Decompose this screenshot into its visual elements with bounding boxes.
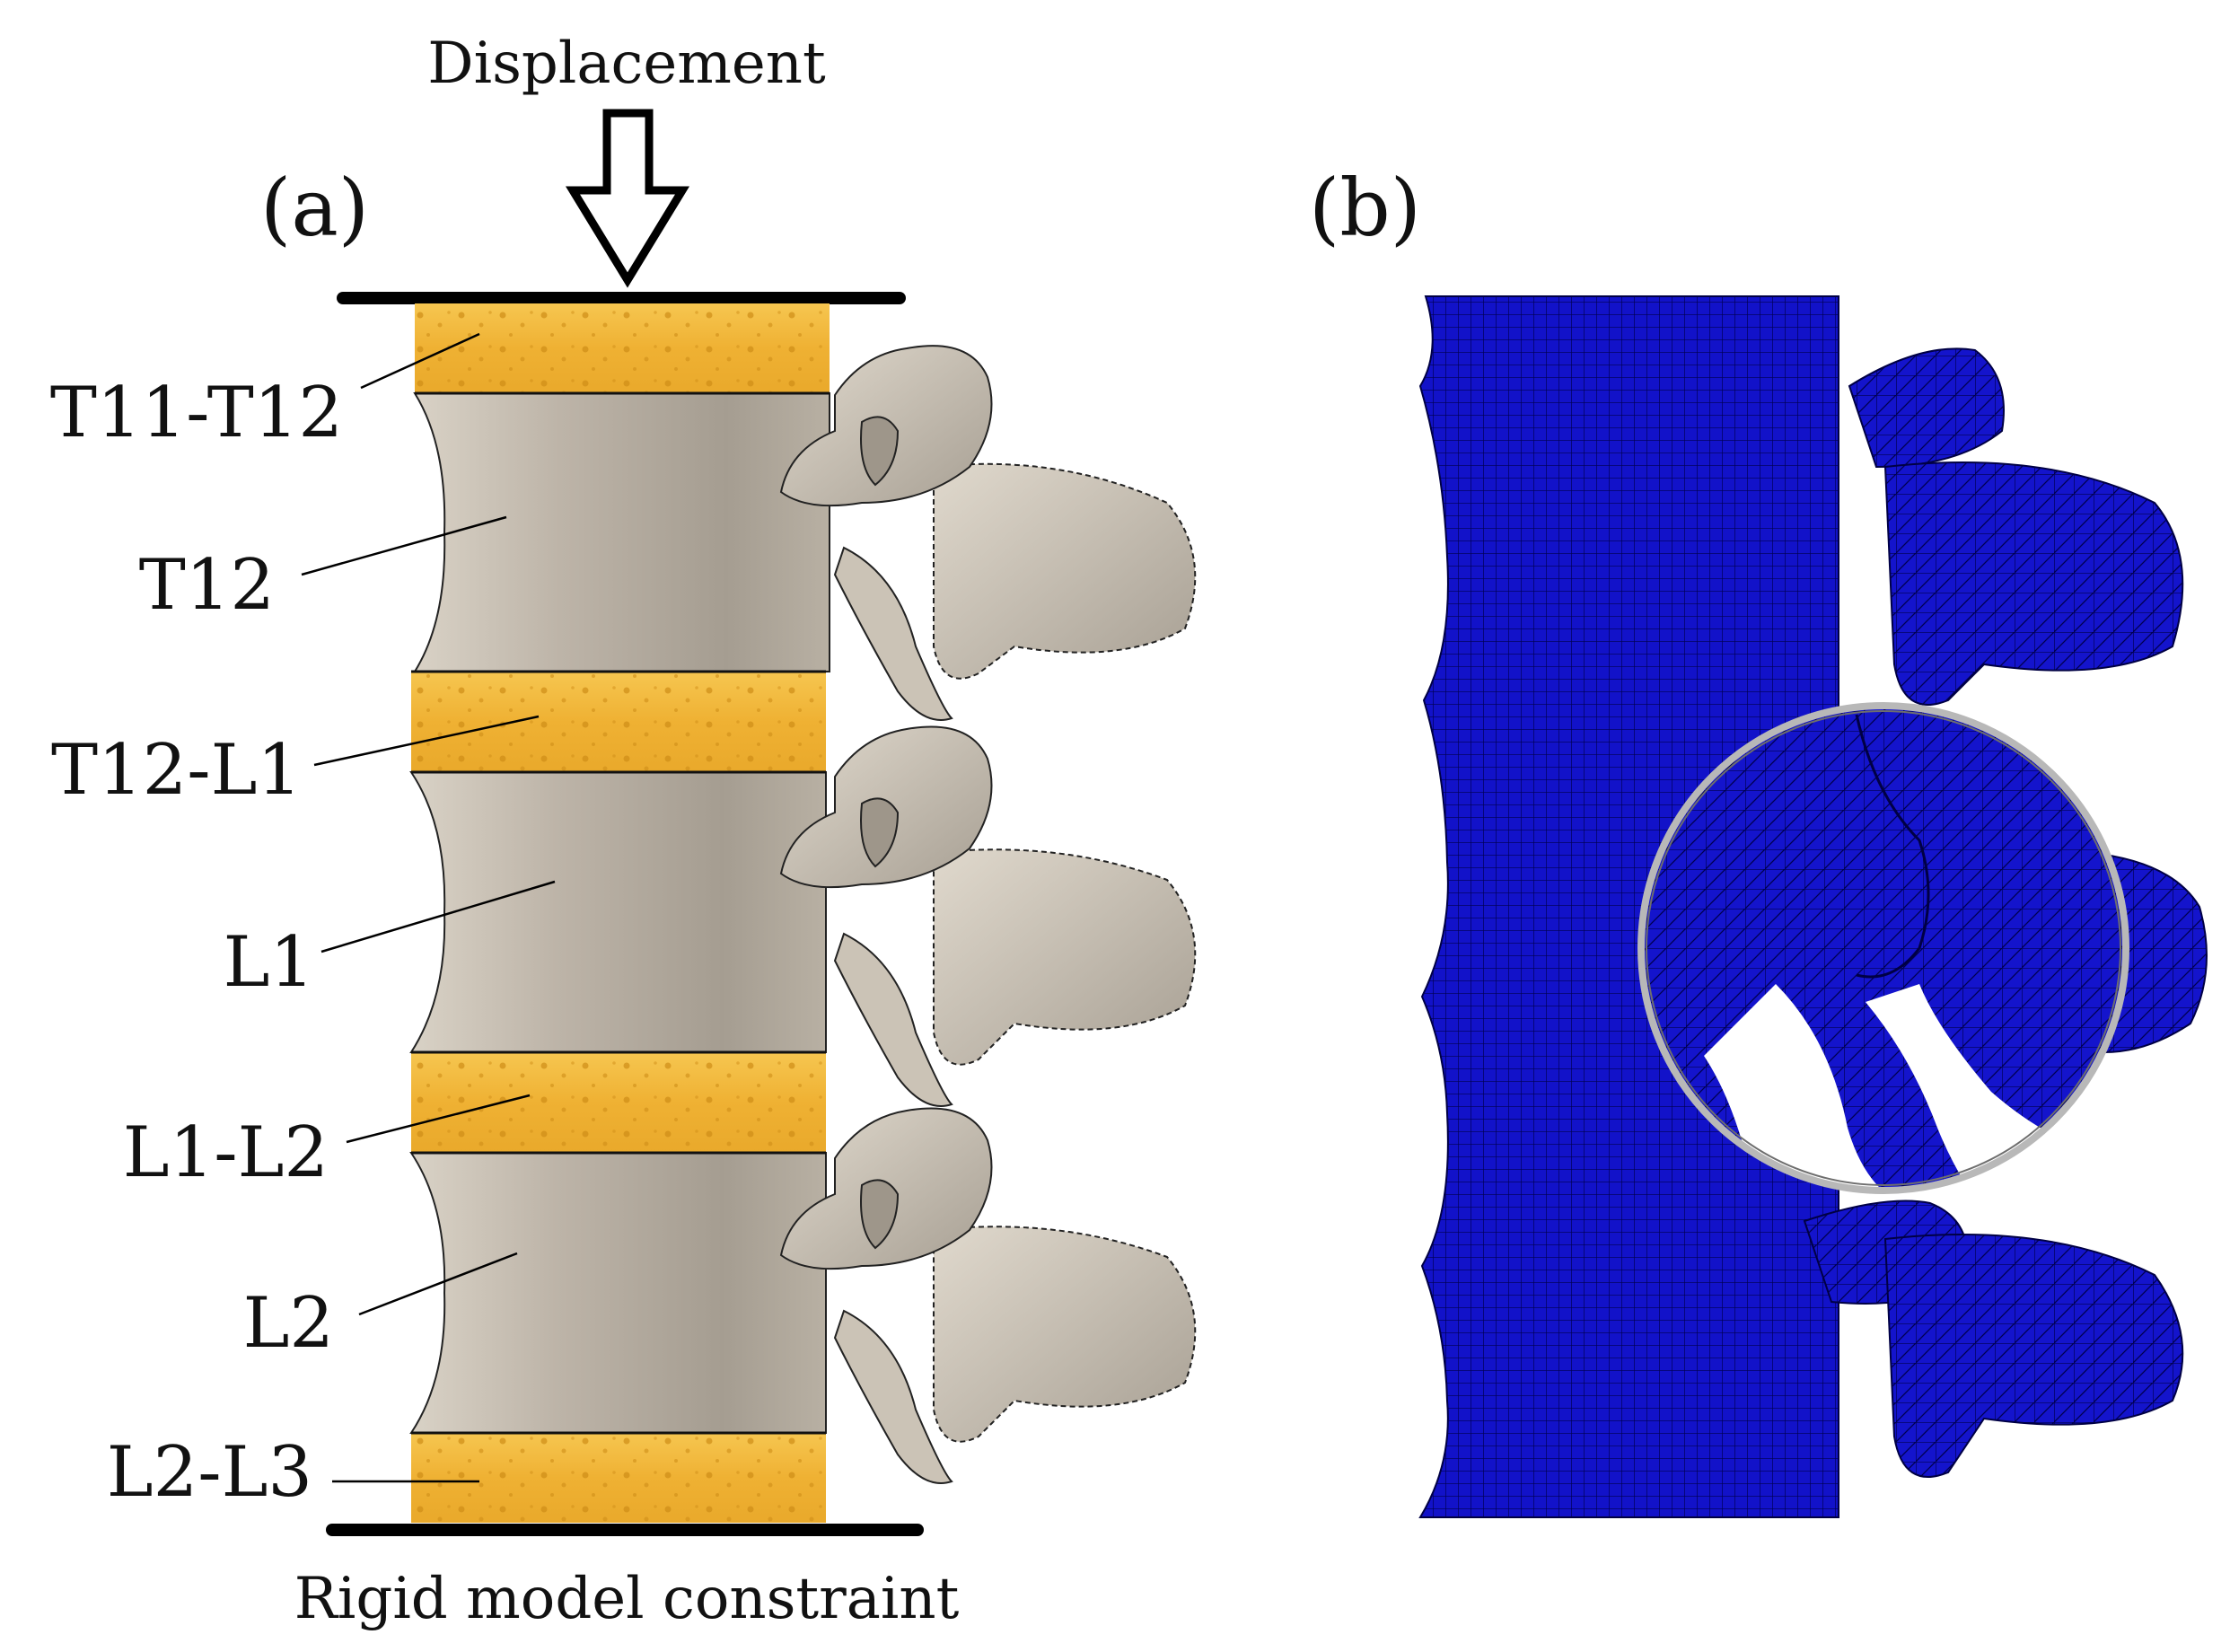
label-l1-l2: L1-L2 [123, 1112, 329, 1193]
posterior-element-t12 [779, 345, 1197, 721]
mesh-column [1418, 295, 1839, 1518]
mesh-posterior-top [1848, 347, 2184, 706]
leader-lines [301, 332, 556, 1483]
label-t11-t12: T11-T12 [50, 373, 343, 453]
vertebra-l1-body [409, 771, 827, 1053]
posterior-element-l2 [779, 1107, 1197, 1484]
rigid-constraint-label: Rigid model constraint [294, 1566, 960, 1632]
vertebra-l2-body [409, 1152, 827, 1434]
posterior-element-l1 [779, 725, 1197, 1107]
label-l2: L2 [243, 1283, 334, 1364]
panel-b: (b) [1309, 162, 2208, 1518]
displacement-arrow-icon [565, 109, 690, 288]
panel-a: (a) Displacement [50, 31, 1197, 1632]
disc-l1-l2 [411, 1052, 826, 1153]
label-t12-l1: T12-L1 [51, 730, 302, 811]
disc-t12-l1 [411, 672, 826, 772]
panel-a-tag: (a) [260, 162, 369, 254]
mesh-posterior-bottom [1803, 1199, 2184, 1478]
label-t12: T12 [139, 545, 275, 626]
vertebra-t12-body [413, 392, 830, 672]
label-l2-l3: L2-L3 [107, 1432, 312, 1513]
zoom-inset [1637, 702, 2129, 1194]
zoom-ring [1637, 702, 2129, 1194]
panel-b-tag: (b) [1309, 162, 1421, 254]
displacement-label: Displacement [427, 31, 826, 97]
disc-t11-t12 [415, 303, 830, 393]
label-l1: L1 [224, 922, 314, 1003]
endplate-lines [411, 391, 830, 1435]
disc-l2-l3 [411, 1433, 826, 1523]
